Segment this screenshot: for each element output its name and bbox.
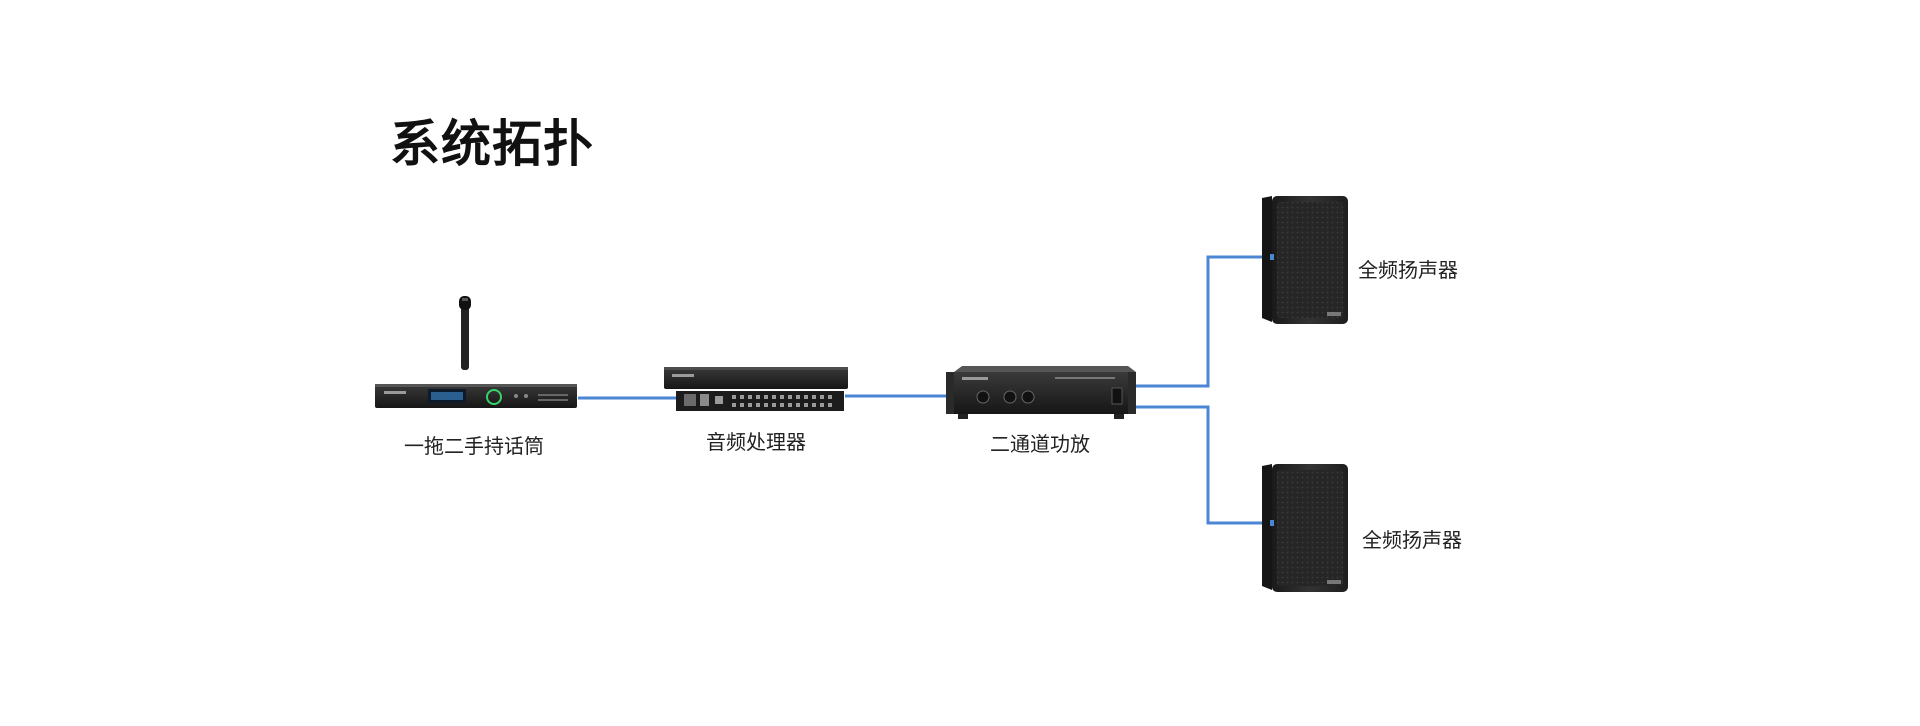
device-label-speaker-1: 全频扬声器 (1358, 258, 1458, 282)
speaker-icon (1262, 464, 1348, 592)
device-label-processor: 音频处理器 (706, 430, 806, 454)
audio-processor-icon (664, 367, 848, 411)
device-label-mic: 一拖二手持话筒 (404, 434, 544, 458)
power-amplifier-icon (946, 366, 1136, 419)
device-label-speaker-2: 全频扬声器 (1362, 528, 1462, 552)
cable-amp-to-speaker-1 (1136, 255, 1272, 388)
cable-links (578, 255, 1272, 525)
device-label-amplifier: 二通道功放 (990, 432, 1090, 456)
speaker-icon (1262, 196, 1348, 324)
wireless-mic-receiver-icon (375, 296, 577, 408)
page-title: 系统拓扑 (390, 115, 594, 173)
cable-amp-to-speaker-2 (1136, 405, 1272, 525)
